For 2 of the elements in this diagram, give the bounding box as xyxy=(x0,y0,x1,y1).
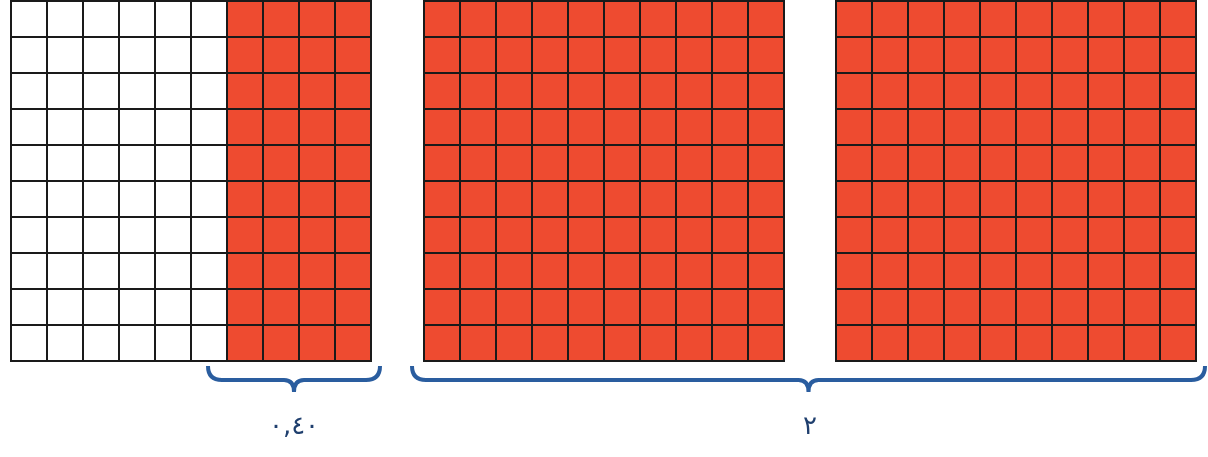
value-label: ٠,٤٠ xyxy=(268,412,320,438)
value-label: ٢ xyxy=(803,412,817,438)
